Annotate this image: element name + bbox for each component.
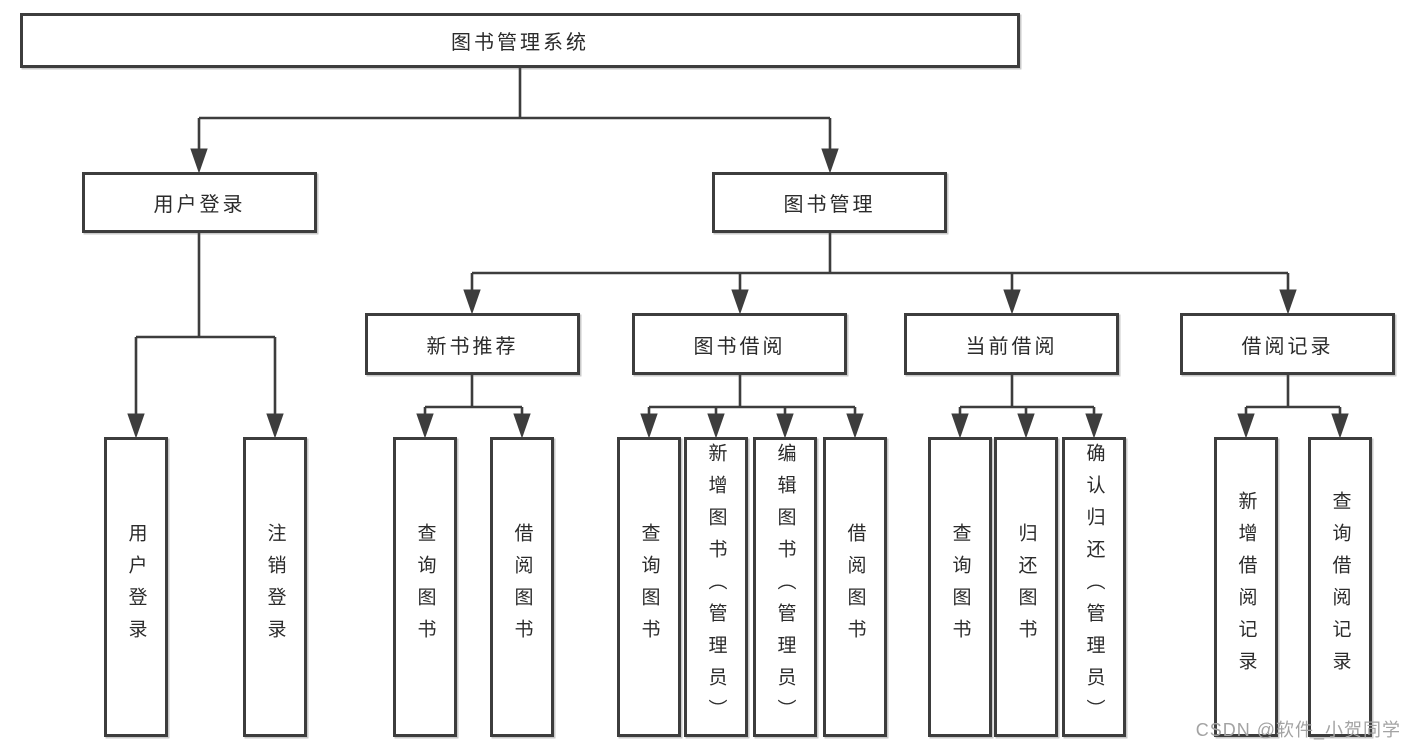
node-current-borrowing: 当前借阅 xyxy=(904,313,1119,375)
csdn-watermark: CSDN @软件_小贺同学 xyxy=(1195,720,1401,740)
arrowhead-down-icon xyxy=(846,413,864,439)
leaf-query-books-3: 查询图书 xyxy=(928,437,992,737)
arrowhead-down-icon xyxy=(416,413,434,439)
leaf-return-book-label: 归还图书 xyxy=(1015,523,1037,651)
arrowhead-down-icon xyxy=(776,413,794,439)
node-new-book-recommendation-label: 新书推荐 xyxy=(426,335,519,358)
arrowhead-down-icon xyxy=(731,289,749,315)
leaf-add-book-admin: 新增图书（管理员） xyxy=(684,437,748,737)
arrowhead-down-icon xyxy=(1085,413,1103,439)
leaf-logout-login-label: 注销登录 xyxy=(264,523,286,651)
leaf-user-login: 用户登录 xyxy=(104,437,168,737)
leaf-add-borrow-record: 新增借阅记录 xyxy=(1214,437,1278,737)
leaf-edit-book-admin: 编辑图书（管理员） xyxy=(753,437,817,737)
leaf-borrow-books-2: 借阅图书 xyxy=(823,437,887,737)
leaf-query-books-2-label: 查询图书 xyxy=(638,523,660,651)
node-user-login-label: 用户登录 xyxy=(153,194,246,216)
node-borrowing-records-label: 借阅记录 xyxy=(1241,335,1334,358)
node-current-borrowing-label: 当前借阅 xyxy=(965,335,1058,358)
leaf-query-books-3-label: 查询图书 xyxy=(949,523,971,651)
arrowhead-down-icon xyxy=(951,413,969,439)
leaf-query-borrow-record-label: 查询借阅记录 xyxy=(1329,491,1351,683)
arrowhead-down-icon xyxy=(1017,413,1035,439)
node-book-management: 图书管理 xyxy=(712,172,947,233)
leaf-query-books-1: 查询图书 xyxy=(393,437,457,737)
arrowhead-down-icon xyxy=(1279,289,1297,315)
leaf-confirm-return-admin: 确认归还（管理员） xyxy=(1062,437,1126,737)
node-borrowing-records: 借阅记录 xyxy=(1180,313,1395,375)
arrowhead-down-icon xyxy=(1331,413,1349,439)
arrowhead-down-icon xyxy=(1003,289,1021,315)
leaf-borrow-books-1-label: 借阅图书 xyxy=(511,523,533,651)
arrowhead-down-icon xyxy=(513,413,531,439)
node-book-management-label: 图书管理 xyxy=(783,194,876,216)
node-book-borrowing: 图书借阅 xyxy=(632,313,847,375)
leaf-edit-book-admin-label: 编辑图书（管理员） xyxy=(774,443,796,731)
node-library-management-system-label: 图书管理系统 xyxy=(451,32,589,54)
arrowhead-down-icon xyxy=(707,413,725,439)
leaf-query-borrow-record: 查询借阅记录 xyxy=(1308,437,1372,737)
arrowhead-down-icon xyxy=(640,413,658,439)
leaf-add-borrow-record-label: 新增借阅记录 xyxy=(1235,491,1257,683)
leaf-return-book: 归还图书 xyxy=(994,437,1058,737)
node-user-login: 用户登录 xyxy=(82,172,317,233)
arrowhead-down-icon xyxy=(127,413,145,439)
leaf-user-login-label: 用户登录 xyxy=(125,523,147,651)
leaf-logout-login: 注销登录 xyxy=(243,437,307,737)
leaf-borrow-books-1: 借阅图书 xyxy=(490,437,554,737)
arrowhead-down-icon xyxy=(266,413,284,439)
leaf-query-books-1-label: 查询图书 xyxy=(414,523,436,651)
leaf-query-books-2: 查询图书 xyxy=(617,437,681,737)
leaf-borrow-books-2-label: 借阅图书 xyxy=(844,523,866,651)
leaf-add-book-admin-label: 新增图书（管理员） xyxy=(705,443,727,731)
node-book-borrowing-label: 图书借阅 xyxy=(693,335,786,358)
node-library-management-system: 图书管理系统 xyxy=(20,13,1020,68)
node-new-book-recommendation: 新书推荐 xyxy=(365,313,580,375)
leaf-confirm-return-admin-label: 确认归还（管理员） xyxy=(1083,443,1105,731)
arrowhead-down-icon xyxy=(821,148,839,174)
arrowhead-down-icon xyxy=(190,148,208,174)
arrowhead-down-icon xyxy=(1237,413,1255,439)
arrowhead-down-icon xyxy=(463,289,481,315)
